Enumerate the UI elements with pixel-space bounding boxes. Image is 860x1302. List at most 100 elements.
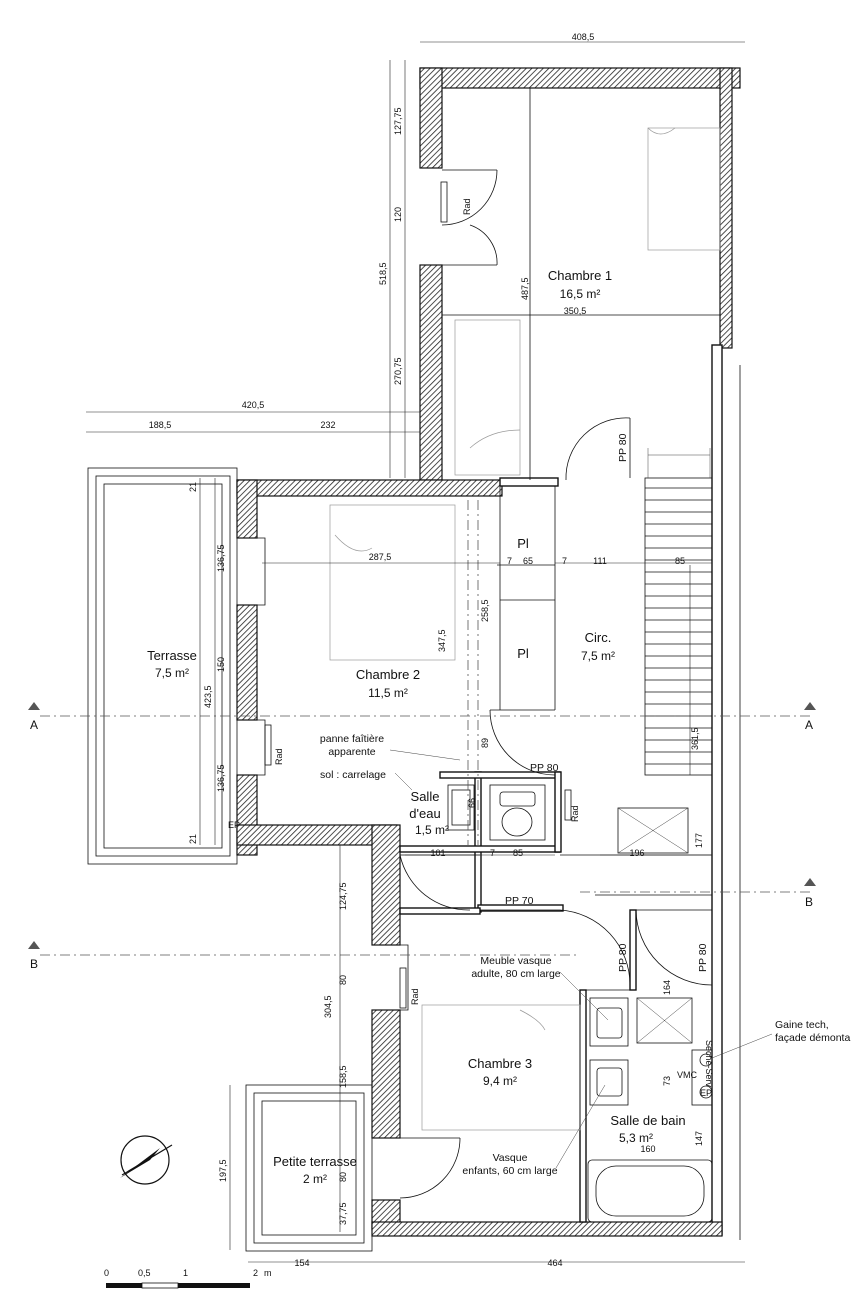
dim-65: 65	[523, 556, 533, 566]
dim-37-75: 37,75	[338, 1202, 348, 1225]
dim-287-5: 287,5	[369, 552, 392, 562]
dim-21-bottom: 21	[188, 834, 198, 844]
dim-487-5: 487,5	[520, 277, 530, 300]
dim-350-5: 350,5	[564, 306, 587, 316]
section-label-b-right: B	[805, 895, 813, 909]
ep-label-terrasse: EP	[228, 820, 240, 830]
scale-label-0: 0	[104, 1268, 109, 1278]
dim-164: 164	[662, 980, 672, 995]
room-area-chambre2: 11,5 m²	[368, 686, 408, 700]
room-name-salle-bain: Salle de bain	[610, 1113, 685, 1128]
dim-408-5: 408,5	[572, 32, 595, 42]
door-label-pp80-bain: PP 80	[697, 943, 709, 972]
furniture	[264, 127, 721, 1223]
dim-147: 147	[694, 1131, 704, 1146]
dim-420-5: 420,5	[242, 400, 265, 410]
door-label-pp80-chambre3: PP 80	[617, 943, 629, 972]
room-area-terrasse: 7,5 m²	[155, 666, 189, 680]
room-name-salle-eau-2: d'eau	[409, 806, 440, 821]
dim-232: 232	[320, 420, 335, 430]
walls	[236, 67, 741, 1240]
annotations: panne faîtière apparente sol : carrelage…	[320, 733, 851, 1177]
scale-labels: 0 0,5 1 2 m	[104, 1268, 272, 1278]
note-meuble-2: adulte, 80 cm large	[471, 968, 560, 980]
note-gaine-1: Gaine tech,	[775, 1019, 829, 1031]
dim-7-a: 7	[507, 556, 512, 566]
room-name-chambre2: Chambre 2	[356, 667, 420, 682]
room-area-circ: 7,5 m²	[581, 649, 615, 663]
dim-258-5: 258,5	[480, 599, 490, 622]
room-name-circ: Circ.	[585, 630, 612, 645]
terrace-outlines	[87, 467, 373, 1252]
room-name-chambre1: Chambre 1	[548, 268, 612, 283]
dim-85-a: 85	[675, 556, 685, 566]
scale-label-05: 0,5	[138, 1268, 151, 1278]
radiator-label-chambre3: Rad	[410, 988, 420, 1005]
note-sol: sol : carrelage	[320, 769, 386, 781]
dim-101: 101	[430, 848, 445, 858]
section-labels: A A B B	[30, 718, 813, 971]
dim-158-5: 158,5	[338, 1065, 348, 1088]
dim-127-75: 127,75	[393, 107, 403, 135]
door-label-pp70: PP 70	[505, 895, 534, 907]
north-arrow-icon	[120, 1135, 173, 1185]
dim-136-75-top: 136,75	[216, 544, 226, 572]
dim-66: 66	[467, 798, 477, 808]
dimension-labels: 408,5 420,5 188,5 232 350,5 287,5 7 65 7…	[149, 32, 704, 1268]
dim-304-5: 304,5	[323, 995, 333, 1018]
scale-label-unit: m	[264, 1268, 272, 1278]
dimension-lines	[86, 41, 745, 1263]
dim-154: 154	[294, 1258, 309, 1268]
room-area-salle-eau: 1,5 m²	[415, 823, 449, 837]
room-area-chambre1: 16,5 m²	[560, 287, 601, 301]
room-name-chambre3: Chambre 3	[468, 1056, 532, 1071]
scale-label-1: 1	[183, 1268, 188, 1278]
dim-160: 160	[640, 1144, 655, 1154]
dim-150: 150	[216, 657, 226, 672]
dim-80-a: 80	[338, 975, 348, 985]
dim-196: 196	[629, 848, 644, 858]
dim-111: 111	[593, 556, 607, 566]
dim-85-b: 85	[513, 848, 523, 858]
dim-124-75: 124,75	[338, 882, 348, 910]
section-label-a-right: A	[805, 718, 813, 732]
room-name-petite-terrasse: Petite terrasse	[273, 1154, 357, 1169]
dim-120: 120	[393, 207, 403, 222]
dim-347-5: 347,5	[437, 629, 447, 652]
section-label-b-left: B	[30, 957, 38, 971]
note-gaine-2: façade démonta	[775, 1032, 850, 1044]
dim-518-5: 518,5	[378, 262, 388, 285]
room-name-salle-eau-1: Salle	[411, 789, 440, 804]
note-vasque-2: enfants, 60 cm large	[462, 1165, 557, 1177]
scale-bar	[106, 1282, 250, 1289]
note-panne-2: apparente	[328, 746, 375, 758]
door-label-pp80-wc: PP 80	[530, 762, 559, 774]
radiator-label-chambre1: Rad	[462, 198, 472, 215]
dim-188-5: 188,5	[149, 420, 172, 430]
note-panne-1: panne faîtière	[320, 733, 384, 745]
note-vasque-1: Vasque	[493, 1152, 528, 1164]
dim-197-5: 197,5	[218, 1159, 228, 1182]
seche-serv-label: Sèche-Serv	[704, 1040, 714, 1088]
dim-7-c: 7	[490, 848, 495, 858]
section-label-a-left: A	[30, 718, 38, 732]
dim-361-5: 361,5	[690, 727, 700, 750]
radiator-label-chambre2: Rad	[274, 748, 284, 765]
doors	[257, 169, 713, 1199]
vmc-label: VMC	[677, 1070, 698, 1080]
section-lines	[28, 500, 816, 956]
dim-177: 177	[694, 833, 704, 848]
dim-73: 73	[662, 1076, 672, 1086]
dim-270-75: 270,75	[393, 357, 403, 385]
room-name-terrasse: Terrasse	[147, 648, 197, 663]
room-area-salle-bain: 5,3 m²	[619, 1131, 653, 1145]
placard-label-bottom: Pl	[517, 646, 529, 661]
room-labels: Chambre 1 16,5 m² Chambre 2 11,5 m² Cham…	[147, 268, 686, 1186]
note-meuble-1: Meuble vasque	[480, 955, 551, 967]
door-label-pp80-circ: PP 80	[617, 433, 629, 462]
dim-7-b: 7	[562, 556, 567, 566]
staircase	[644, 448, 713, 776]
fixture-labels: Pl Pl EP EP VMC PP 80 PP 70 Rad Rad Rad …	[228, 198, 714, 1098]
dim-423-5: 423,5	[203, 685, 213, 708]
